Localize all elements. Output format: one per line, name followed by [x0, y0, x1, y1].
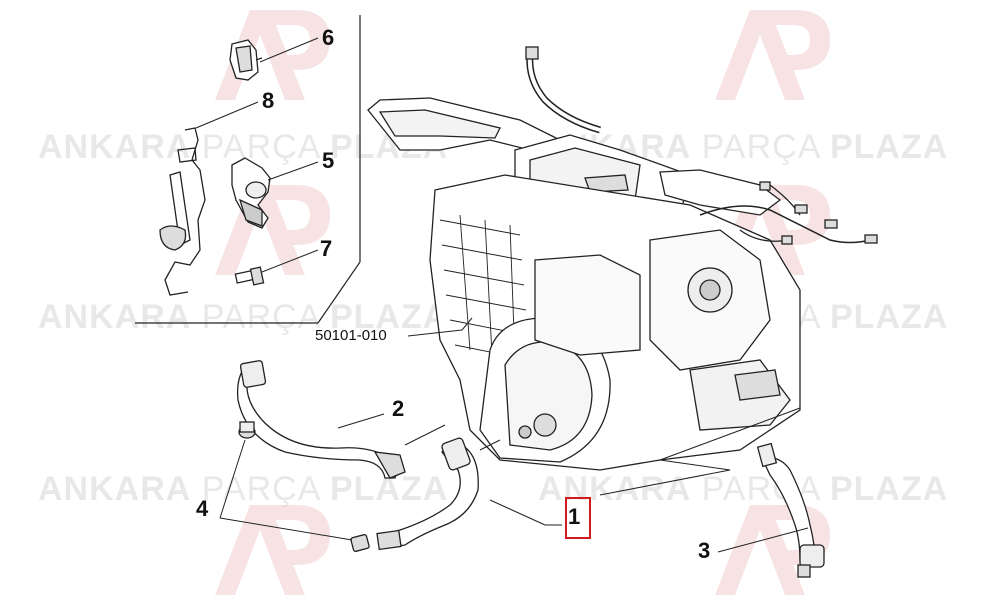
callout-7[interactable]: 7 — [320, 236, 333, 261]
watermark-logo-icon — [215, 185, 330, 275]
part-2-hose — [236, 360, 406, 479]
reference-code-label[interactable]: 50101-010 — [315, 327, 387, 344]
hvac-unit — [367, 46, 878, 471]
leader-8 — [195, 101, 259, 129]
leader-ref — [407, 329, 463, 337]
part-7-bolt — [234, 266, 265, 286]
callout-1[interactable]: 1 — [568, 504, 581, 529]
callout-8[interactable]: 8 — [262, 88, 275, 113]
watermark-logo-icon — [215, 505, 330, 595]
leader-7 — [261, 249, 319, 273]
part-6-clip — [229, 39, 263, 81]
watermark-logo-icon — [715, 10, 830, 100]
leader-ref-to-unit — [461, 317, 473, 331]
part-4-seal-top — [238, 421, 256, 439]
watermark-text-row-5: ANKARA PARÇA PLAZA — [38, 470, 449, 508]
part-3-hose — [756, 442, 825, 578]
part-5-clamp — [231, 157, 271, 229]
leader-1-bracket — [404, 424, 501, 451]
callout-6[interactable]: 6 — [322, 25, 335, 50]
part-8-bracket — [159, 127, 206, 296]
leader-3 — [717, 527, 809, 553]
part-4-seal-bottom — [350, 533, 370, 553]
callout-2[interactable]: 2 — [392, 396, 405, 421]
part-1-hose — [376, 437, 479, 551]
leader-6 — [259, 37, 319, 63]
callout-4[interactable]: 4 — [196, 496, 209, 521]
leader-5 — [267, 161, 319, 181]
leader-4 — [219, 439, 353, 541]
callout-1-highlight — [565, 497, 591, 539]
leader-2 — [337, 413, 385, 429]
inset-frame — [135, 15, 361, 324]
callout-3[interactable]: 3 — [698, 538, 711, 563]
leader-1 — [489, 499, 562, 526]
projection-lines — [599, 407, 801, 496]
callout-5[interactable]: 5 — [322, 148, 335, 173]
watermark-text-row-3: ANKARA PARÇA PLAZA — [38, 298, 449, 336]
